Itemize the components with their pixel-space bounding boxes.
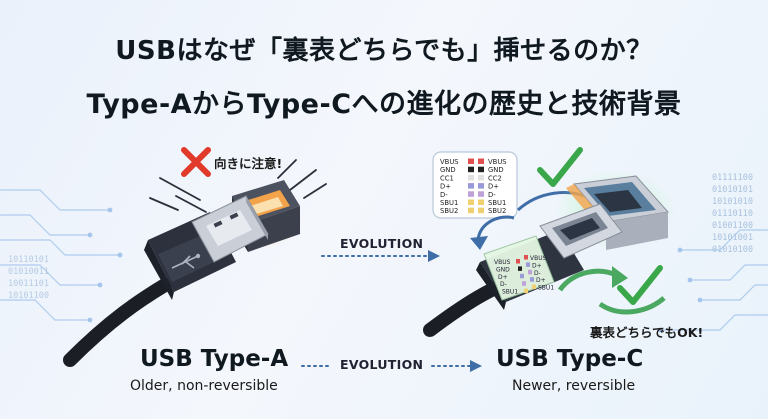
- pin-swatch: [524, 288, 528, 294]
- binary-text: 10011101: [8, 279, 49, 289]
- binary-text: 01110110: [712, 209, 753, 219]
- type-a-subtitle: Older, non-reversible: [130, 378, 278, 394]
- pin-swatch: [478, 183, 484, 189]
- green-check-icon: [537, 147, 583, 187]
- pin-swatch: [530, 277, 534, 282]
- pin-label: SBU2: [440, 207, 458, 215]
- evolution-label-bottom: EVOLUTION: [340, 357, 424, 372]
- pin-swatch: [478, 174, 484, 181]
- pin-swatch: [526, 262, 530, 267]
- binary-text: 01010011: [8, 267, 49, 277]
- pin-label: D-: [534, 270, 541, 277]
- type-a-name: USB Type-A: [140, 346, 289, 372]
- pin-swatch: [478, 207, 484, 214]
- pin-swatch: [468, 191, 474, 197]
- pin-swatch: [478, 166, 484, 173]
- binary-text: 10101100: [8, 291, 49, 301]
- pin-label: SBU1: [440, 199, 458, 207]
- evolution-arrow-top: [321, 250, 440, 262]
- pin-swatch: [528, 269, 532, 275]
- binary-text: 10110101: [8, 255, 49, 265]
- pin-label: VBUS: [494, 259, 511, 266]
- pin-swatch: [468, 183, 474, 189]
- pin-swatch: [524, 255, 528, 260]
- pin-label: VBUS: [440, 158, 459, 166]
- ok-label: 裏表どちらでもOK!: [590, 325, 704, 340]
- pin-swatch: [520, 273, 524, 279]
- usb-a-plug: [63, 195, 269, 367]
- title-line-2: Type-AからType-Cへの進化の歴史と技術背景: [86, 89, 682, 120]
- green-check-icon: [617, 265, 663, 305]
- pin-label: D+: [488, 183, 499, 191]
- pin-swatch: [468, 207, 474, 214]
- type-c-name: USB Type-C: [496, 346, 644, 372]
- evolution-label-top: EVOLUTION: [340, 236, 424, 251]
- pin-swatch: [478, 158, 484, 164]
- pin-label: GND: [496, 266, 510, 273]
- red-cross-icon: [181, 147, 211, 177]
- pin-swatch: [522, 281, 526, 286]
- pin-label: GND: [440, 166, 456, 174]
- pin-swatch: [532, 284, 536, 290]
- pin-label: GND: [488, 166, 504, 174]
- binary-text: 01111100: [712, 173, 753, 183]
- type-c-subtitle: Newer, reversible: [512, 378, 636, 394]
- title-line-1: USBはなぜ「裏表どちらでも」挿せるのか？: [115, 36, 653, 66]
- pin-diagram-top: VBUSGNDCC1D+D-SBU1SBU2VBUSGNDCC2D+D-SBU1…: [432, 151, 518, 219]
- pin-swatch: [468, 166, 474, 173]
- pin-swatch: [516, 259, 520, 264]
- binary-text: 10101010: [712, 197, 753, 207]
- pin-label: D+: [536, 277, 546, 284]
- pin-label: D+: [532, 262, 542, 269]
- pin-label: D-: [500, 281, 507, 288]
- pin-label: VBUS: [488, 158, 507, 166]
- pin-label: D-: [440, 191, 448, 199]
- pin-swatch: [468, 158, 474, 164]
- pin-label: D-: [488, 191, 496, 199]
- binary-text: 10101001: [712, 233, 753, 243]
- binary-text: 01001100: [712, 221, 753, 231]
- binary-text: 01010101: [712, 185, 753, 195]
- pin-label: D+: [440, 183, 451, 191]
- pin-swatch: [468, 174, 474, 181]
- pin-label: VBUS: [530, 255, 547, 262]
- pin-swatch: [468, 199, 474, 205]
- pin-label: CC2: [488, 174, 502, 182]
- pin-label: D+: [498, 274, 508, 281]
- pin-swatch: [518, 266, 522, 271]
- pin-swatch: [478, 199, 484, 205]
- pin-label: SBU1: [502, 289, 518, 296]
- warning-label: 向きに注意!: [214, 156, 283, 171]
- motion-lines: [149, 159, 327, 213]
- pin-label: SBU1: [538, 285, 554, 292]
- pin-label: CC1: [440, 174, 454, 182]
- pin-label: SBU1: [488, 199, 506, 207]
- evolution-arrow-bottom: [301, 360, 482, 372]
- pin-label: SBU2: [488, 207, 506, 215]
- binary-text: 01010100: [712, 245, 753, 255]
- pin-swatch: [478, 191, 484, 197]
